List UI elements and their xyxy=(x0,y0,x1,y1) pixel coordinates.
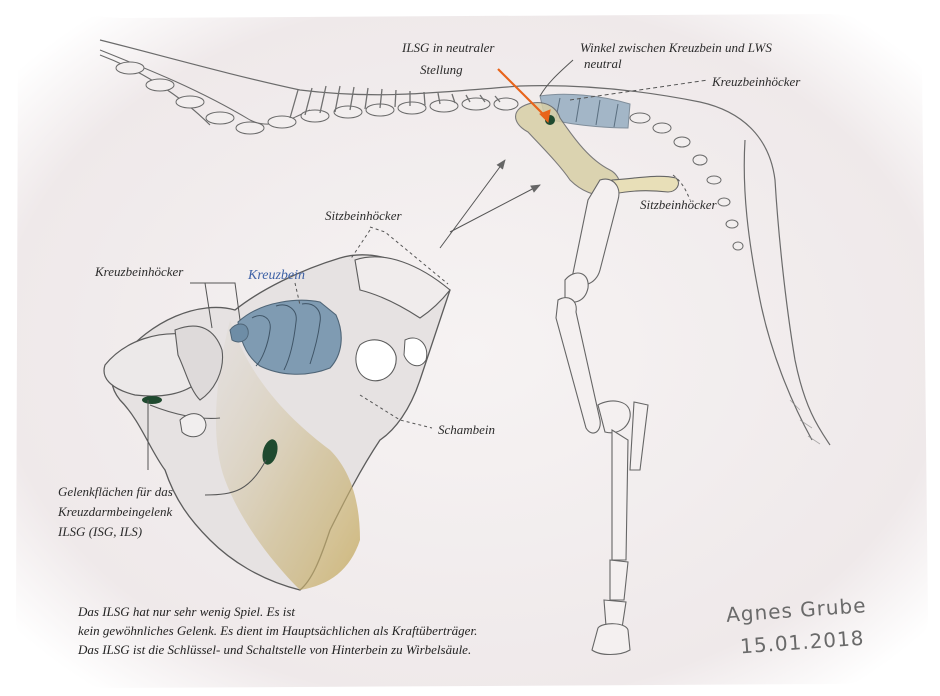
label-winkel-line1: Winkel zwischen Kreuzbein und LWS xyxy=(580,40,772,56)
label-ilsg-neutral-line1: ILSG in neutraler xyxy=(402,40,494,56)
caption-line1: Das ILSG hat nur sehr wenig Spiel. Es is… xyxy=(78,602,477,621)
caption-line3: Das ILSG ist die Schlüssel- und Schaltst… xyxy=(78,640,477,659)
label-winkel: Winkel zwischen Kreuzbein und LWS neutra… xyxy=(580,40,772,73)
label-ilsg-neutral-line2: Stellung xyxy=(402,62,494,78)
label-kreuzbeinhoecker-left: Kreuzbeinhöcker xyxy=(95,264,183,280)
label-kreuzbein: Kreuzbein xyxy=(248,267,305,285)
caption-line2: kein gewöhnliches Gelenk. Es dient im Ha… xyxy=(78,621,477,640)
caption-text: Das ILSG hat nur sehr wenig Spiel. Es is… xyxy=(78,602,477,659)
label-sitzbeinhoecker-right: Sitzbeinhöcker xyxy=(640,197,717,213)
label-schambein: Schambein xyxy=(438,422,495,438)
label-gelenk-line2: Kreuzdarmbeingelenk xyxy=(58,502,173,522)
label-gelenkflaechen: Gelenkflächen für das Kreuzdarmbeingelen… xyxy=(58,482,173,542)
label-kreuzbeinhoecker-top: Kreuzbeinhöcker xyxy=(712,74,800,90)
label-gelenk-line3: ILSG (ISG, ILS) xyxy=(58,522,173,542)
label-ilsg-neutral: ILSG in neutraler Stellung xyxy=(402,40,494,79)
label-winkel-line2: neutral xyxy=(580,56,772,72)
label-gelenk-line1: Gelenkflächen für das xyxy=(58,482,173,502)
label-sitzbeinhoecker-center: Sitzbeinhöcker xyxy=(325,208,402,224)
